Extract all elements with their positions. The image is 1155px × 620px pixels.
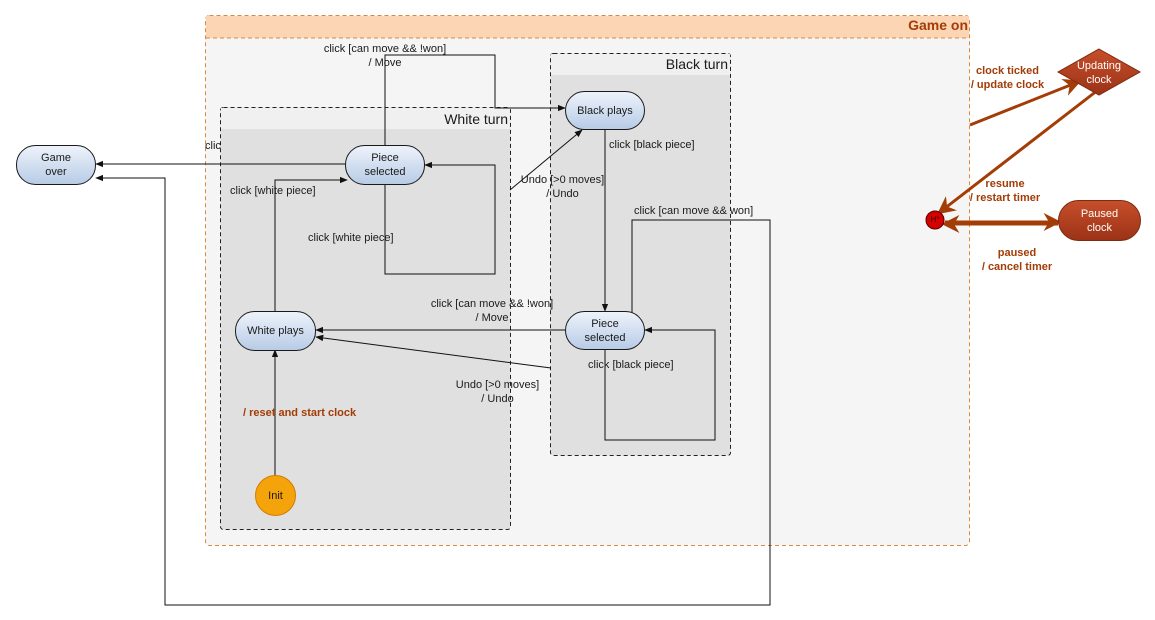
label-clock-ticked: clock ticked / update clock — [970, 65, 1045, 91]
black-plays-state-shape — [565, 91, 645, 130]
label-black-select: click [black piece] — [609, 139, 695, 151]
black-plays-state: Black plays — [577, 104, 633, 117]
white-piece-selected-state: Piece selected — [364, 152, 406, 178]
black-piece-selected-state: Piece selected — [584, 317, 626, 344]
history-state: H* — [930, 215, 940, 224]
init-state-shape — [255, 475, 296, 516]
edge-black-reselect — [604, 326, 716, 441]
label-white-select: click [white piece] — [230, 185, 316, 197]
black-turn-title: Black turn — [665, 56, 728, 72]
white-plays-state-shape — [235, 311, 316, 351]
label-black-won: click [can move && won] — [634, 205, 754, 217]
edge-white-move — [384, 54, 566, 147]
label-resume: resume / restart timer — [969, 178, 1041, 204]
label-black-reselect: click [black piece] — [588, 359, 674, 371]
white-piece-selected-shape — [345, 145, 425, 185]
updating-clock-state: Updating clock — [1076, 60, 1122, 86]
label-paused: paused / cancel timer — [981, 247, 1053, 273]
label-white-reselect: click [white piece] — [308, 232, 394, 244]
white-turn-title: White turn — [444, 111, 508, 127]
label-undo-to-white: Undo [>0 moves] / Undo — [455, 379, 540, 405]
game-on-title: Game on — [908, 17, 968, 33]
paused-clock-state-shape — [1058, 200, 1141, 241]
edge-resume — [937, 88, 1099, 215]
black-piece-selected-shape — [565, 311, 645, 350]
state-shapes — [16, 48, 1142, 516]
label-white-move: click [can move && !won] / Move — [323, 43, 447, 69]
white-plays-state: White plays — [247, 325, 304, 337]
edge-clock-ticked — [969, 78, 1082, 127]
history-state-shape — [925, 210, 945, 230]
black-turn-container — [550, 53, 731, 456]
label-white-to-gameover: clic — [205, 140, 221, 152]
edge-undo-to-white — [315, 334, 552, 369]
label-undo-to-black: Undo [>0 moves] / Undo — [520, 174, 605, 200]
label-black-move: click [can move && !won] / Move — [430, 298, 554, 324]
game-over-state: Game over — [41, 152, 71, 178]
edge-undo-to-black — [509, 129, 583, 191]
init-state: Init — [268, 489, 283, 502]
edge-white-reselect — [384, 161, 496, 275]
clock-transitions — [937, 78, 1099, 233]
updating-clock-diamond — [1056, 48, 1142, 96]
edge-black-won — [95, 174, 771, 606]
edge-white-select — [274, 176, 348, 314]
transition-lines — [95, 54, 771, 606]
label-init-to-white: / reset and start clock — [243, 407, 357, 419]
paused-clock-state: Paused clock — [1080, 207, 1119, 234]
white-turn-container — [220, 107, 511, 530]
game-over-state-shape — [16, 145, 96, 185]
